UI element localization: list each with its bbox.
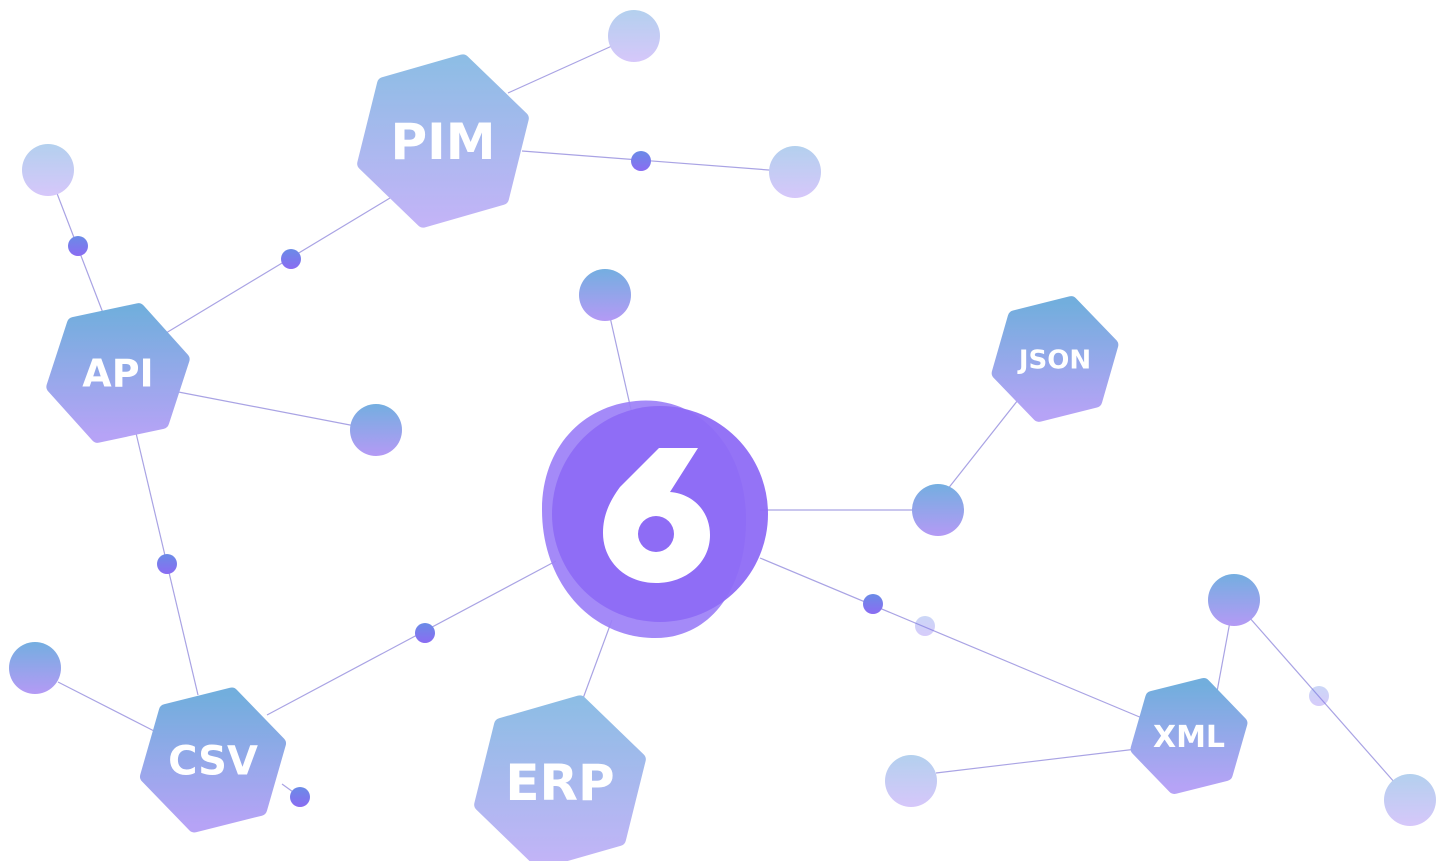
erp-hexagon: [474, 695, 646, 861]
hub-logo: 6: [542, 400, 768, 639]
connection-line: [521, 150, 796, 173]
node-json: JSON: [991, 296, 1119, 422]
endpoint-circle: [9, 642, 61, 694]
pim-label: PIM: [390, 113, 495, 171]
connector-dot: [863, 594, 883, 614]
csv-label: CSV: [168, 738, 258, 784]
node-xml: XML: [1130, 678, 1248, 794]
connection-line: [759, 557, 1143, 719]
endpoint-circle: [912, 484, 964, 536]
endpoint-circle: [579, 269, 631, 321]
api-label: API: [82, 352, 153, 396]
connector-dot: [68, 236, 88, 256]
connector-dot: [631, 151, 651, 171]
json-label: JSON: [1017, 345, 1091, 375]
xml-label: XML: [1153, 720, 1225, 755]
connector-dots: [68, 151, 1329, 807]
connection-line: [57, 681, 159, 734]
connection-line: [266, 560, 557, 716]
connector-dot: [290, 787, 310, 807]
connector-dot: [915, 616, 935, 636]
hub-glyph-hole: [638, 516, 674, 552]
endpoint-circles: [9, 10, 1436, 826]
endpoint-circle: [1384, 774, 1436, 826]
endpoint-circle: [1208, 574, 1260, 626]
csv-hexagon: [140, 687, 286, 833]
endpoint-circle: [608, 10, 660, 62]
integration-nodes: PIM API CSV ERP JSON XML: [46, 54, 1248, 861]
xml-hexagon: [1130, 678, 1248, 794]
connection-line: [946, 399, 1019, 491]
node-pim: PIM: [357, 54, 529, 228]
node-api: API: [46, 303, 190, 443]
node-erp: ERP: [474, 695, 646, 861]
api-hexagon: [46, 303, 190, 443]
pim-hexagon: [357, 54, 529, 228]
erp-label: ERP: [505, 754, 614, 812]
json-hexagon: [991, 296, 1119, 422]
connection-line: [165, 197, 391, 334]
connection-line: [935, 747, 1146, 774]
connection-line: [167, 389, 377, 431]
endpoint-circle: [769, 146, 821, 198]
endpoint-circle: [350, 404, 402, 456]
connector-dot: [1309, 686, 1329, 706]
endpoint-circle: [885, 755, 937, 807]
connector-dot: [157, 554, 177, 574]
endpoint-circle: [22, 144, 74, 196]
connector-dot: [281, 249, 301, 269]
connector-dot: [415, 623, 435, 643]
node-csv: CSV: [140, 687, 286, 833]
hub-glyph-six: [603, 448, 710, 583]
